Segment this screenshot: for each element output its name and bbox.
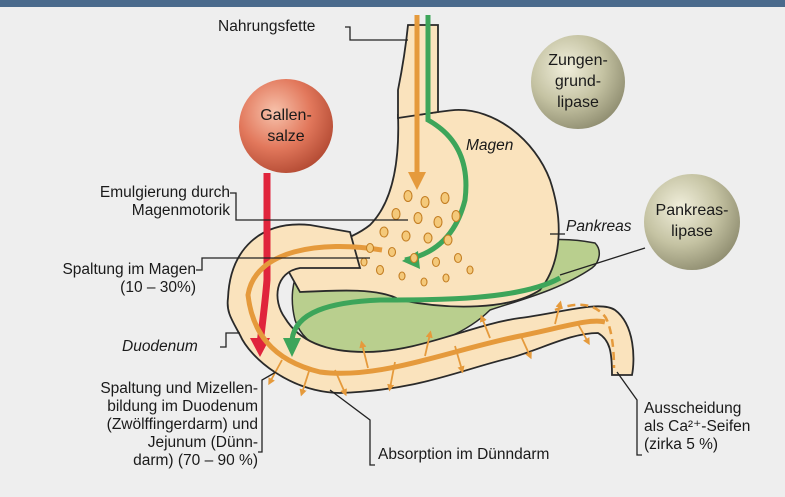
tongue-lipase-line-3: lipase xyxy=(538,92,618,113)
label-duodenum: Duodenum xyxy=(122,338,198,356)
emulgierung-line-2: Magenmotorik xyxy=(60,202,230,220)
bile-salts-label: Gallen- salze xyxy=(246,105,326,147)
label-spaltung-duodenum: Spaltung und Mizellen- bildung im Duoden… xyxy=(18,380,258,470)
ausscheidung-line-2: als Ca²⁺-Seifen xyxy=(644,418,750,436)
spaltung-magen-line-2: (10 – 30%) xyxy=(14,279,196,297)
pancreas-lipase-line-1: Pankreas- xyxy=(647,200,737,221)
ausscheidung-line-3: (zirka 5 %) xyxy=(644,436,750,454)
label-magen: Magen xyxy=(466,137,513,155)
spaltung-duodenum-line-5: darm) (70 – 90 %) xyxy=(18,452,258,470)
label-emulgierung: Emulgierung durch Magenmotorik xyxy=(60,184,230,220)
spaltung-duodenum-line-3: (Zwölffingerdarm) und xyxy=(18,416,258,434)
pancreas-lipase-line-2: lipase xyxy=(647,221,737,242)
spaltung-duodenum-line-4: Jejunum (Dünn- xyxy=(18,434,258,452)
spaltung-magen-line-1: Spaltung im Magen xyxy=(14,261,196,279)
emulgierung-line-1: Emulgierung durch xyxy=(60,184,230,202)
spaltung-duodenum-line-1: Spaltung und Mizellen- xyxy=(18,380,258,398)
pancreas-lipase-label: Pankreas- lipase xyxy=(647,200,737,242)
label-absorption: Absorption im Dünndarm xyxy=(378,446,549,464)
label-spaltung-magen: Spaltung im Magen (10 – 30%) xyxy=(14,261,196,297)
label-nahrungsfette: Nahrungsfette xyxy=(218,18,315,36)
spaltung-duodenum-line-2: bildung im Duodenum xyxy=(18,398,258,416)
tongue-lipase-line-2: grund- xyxy=(538,71,618,92)
bile-salts-line-2: salze xyxy=(246,126,326,147)
label-ausscheidung: Ausscheidung als Ca²⁺-Seifen (zirka 5 %) xyxy=(644,400,750,454)
label-pankreas: Pankreas xyxy=(566,218,631,236)
tongue-lipase-line-1: Zungen- xyxy=(538,50,618,71)
ausscheidung-line-1: Ausscheidung xyxy=(644,400,750,418)
bile-salts-line-1: Gallen- xyxy=(246,105,326,126)
tongue-lipase-label: Zungen- grund- lipase xyxy=(538,50,618,113)
header-bar xyxy=(0,0,785,7)
